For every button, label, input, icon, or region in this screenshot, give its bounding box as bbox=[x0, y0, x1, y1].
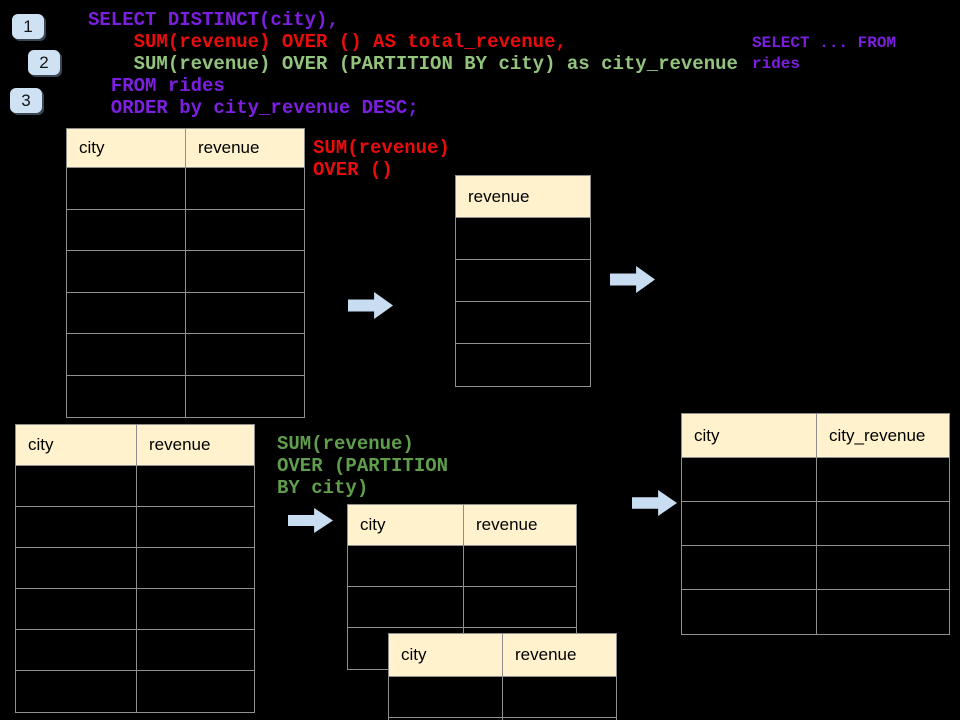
empty-cell bbox=[67, 168, 186, 210]
empty-cell bbox=[456, 260, 590, 302]
code-line: FROM rides bbox=[88, 75, 225, 97]
empty-cell bbox=[67, 292, 186, 334]
code-line: SUM(revenue) bbox=[277, 433, 414, 455]
empty-cell bbox=[137, 548, 254, 589]
empty-cell bbox=[137, 671, 254, 712]
sql-code-block: SELECT DISTINCT(city), SUM(revenue) OVER… bbox=[88, 9, 738, 119]
code-line: OVER () bbox=[313, 159, 393, 181]
empty-cell bbox=[16, 589, 137, 630]
code-line: SELECT DISTINCT(city), bbox=[88, 9, 339, 31]
step-badge-2: 2 bbox=[28, 50, 60, 75]
flow-arrow-icon bbox=[288, 508, 333, 533]
empty-cell bbox=[16, 507, 137, 548]
empty-cell bbox=[186, 168, 304, 210]
code-line: ORDER by city_revenue DESC; bbox=[88, 97, 419, 119]
empty-cell bbox=[817, 546, 949, 590]
code-line: OVER (PARTITION bbox=[277, 455, 449, 477]
empty-cell bbox=[389, 677, 503, 718]
empty-cell bbox=[137, 589, 254, 630]
column-header-revenue: revenue bbox=[137, 425, 254, 466]
empty-cell bbox=[456, 344, 590, 386]
empty-cell bbox=[186, 210, 304, 251]
empty-cell bbox=[16, 548, 137, 589]
empty-cell bbox=[137, 466, 254, 507]
column-header-revenue: revenue bbox=[503, 634, 616, 677]
empty-cell bbox=[817, 458, 949, 502]
column-header-city: city bbox=[389, 634, 503, 677]
empty-cell bbox=[67, 334, 186, 376]
empty-cell bbox=[348, 546, 464, 587]
empty-cell bbox=[186, 251, 304, 293]
empty-cell bbox=[682, 458, 817, 502]
side-code-block: SELECT ... FROM rides bbox=[752, 33, 896, 75]
code-line: SUM(revenue) OVER (PARTITION BY city) as… bbox=[88, 53, 738, 75]
empty-cell bbox=[137, 630, 254, 671]
column-header-revenue: revenue bbox=[186, 129, 304, 168]
empty-cell bbox=[456, 302, 590, 344]
step-badge-3: 3 bbox=[10, 88, 42, 113]
code-line: SUM(revenue) bbox=[313, 137, 450, 159]
empty-cell bbox=[16, 671, 137, 712]
empty-cell bbox=[186, 293, 304, 334]
empty-cell bbox=[464, 546, 576, 587]
column-header-city: city bbox=[67, 129, 186, 168]
empty-cell bbox=[16, 630, 137, 671]
empty-cell bbox=[348, 587, 464, 628]
code-line: SUM(revenue) OVER () AS total_revenue, bbox=[88, 31, 567, 53]
empty-cell bbox=[67, 251, 186, 293]
empty-cell bbox=[817, 590, 949, 634]
table-total-revenue: revenue bbox=[455, 175, 591, 387]
empty-cell bbox=[456, 218, 590, 260]
empty-cell bbox=[186, 376, 304, 418]
column-header-revenue: revenue bbox=[456, 176, 590, 218]
column-header-revenue: revenue bbox=[464, 505, 576, 546]
empty-cell bbox=[682, 590, 817, 634]
empty-cell bbox=[464, 587, 576, 628]
code-line: BY city) bbox=[277, 477, 369, 499]
empty-cell bbox=[682, 546, 817, 590]
flow-arrow-icon bbox=[610, 266, 655, 293]
flow-arrow-icon bbox=[632, 490, 677, 516]
empty-cell bbox=[389, 718, 503, 720]
empty-cell bbox=[817, 502, 949, 546]
empty-cell bbox=[682, 502, 817, 546]
empty-cell bbox=[67, 375, 186, 417]
total-revenue-label: SUM(revenue)OVER () bbox=[313, 137, 450, 181]
column-header-city_revenue: city_revenue bbox=[817, 414, 949, 458]
column-header-city: city bbox=[348, 505, 464, 546]
step-badge-1: 1 bbox=[12, 14, 44, 39]
code-line: SELECT ... FROM bbox=[752, 34, 897, 52]
flow-arrow-icon bbox=[348, 292, 393, 319]
empty-cell bbox=[137, 507, 254, 548]
empty-cell bbox=[67, 209, 186, 251]
empty-cell bbox=[16, 466, 137, 507]
column-header-city: city bbox=[16, 425, 137, 466]
empty-cell bbox=[186, 334, 304, 376]
column-header-city: city bbox=[682, 414, 817, 458]
empty-cell bbox=[503, 677, 616, 718]
code-line: rides bbox=[752, 55, 801, 73]
